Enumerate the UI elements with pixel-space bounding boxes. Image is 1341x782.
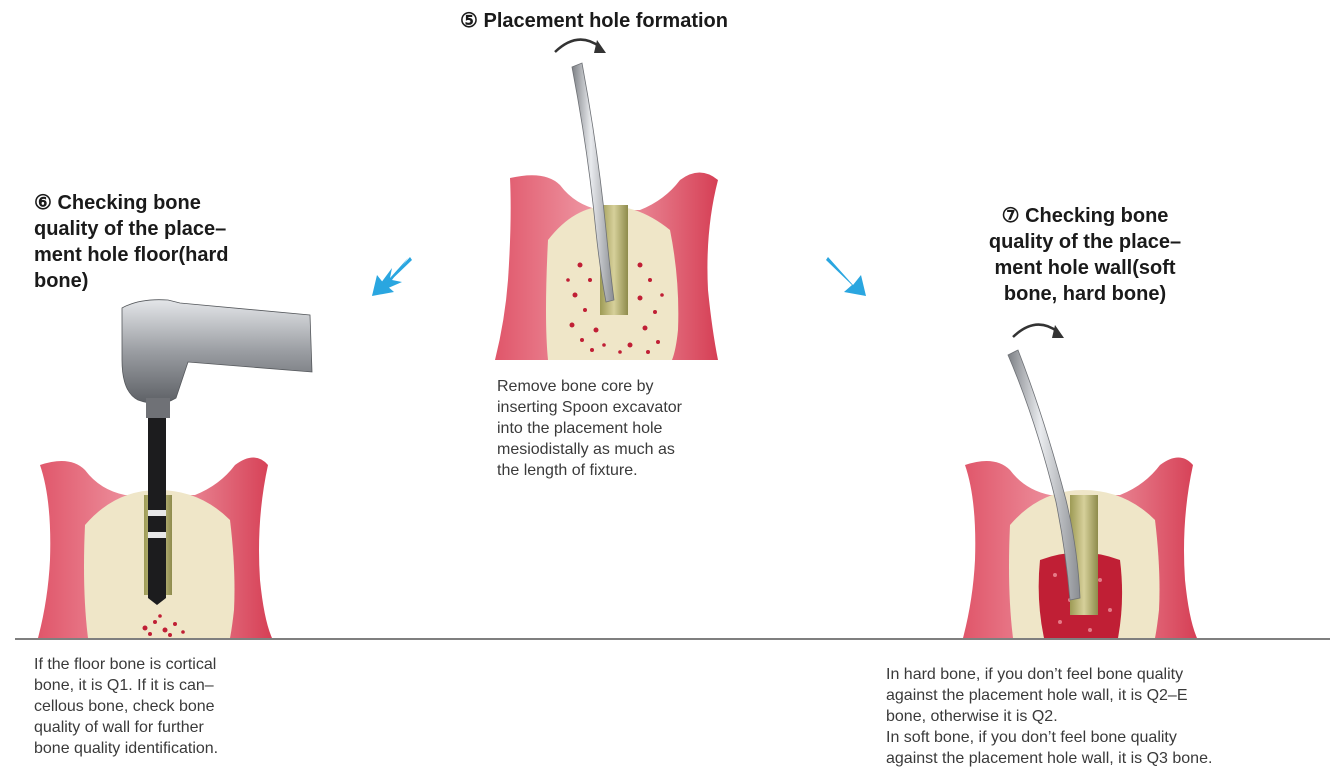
step6-description: If the floor bone is cortical bone, it i…	[34, 654, 294, 759]
step7-title-line: ment hole wall(soft	[950, 255, 1220, 281]
step7-illustration	[963, 325, 1197, 638]
step6-description-line: bone, it is Q1. If it is can–	[34, 675, 294, 696]
step5-description-line: Remove bone core by	[497, 376, 737, 397]
step5-illustration	[495, 40, 718, 360]
step7-description-line: against the placement hole wall, it is Q…	[886, 748, 1326, 769]
step7-description-line: In hard bone, if you don’t feel bone qua…	[886, 664, 1326, 685]
step5-title: ⑤ Placement hole formation	[460, 8, 880, 34]
step5-description-line: the length of fixture.	[497, 460, 737, 481]
step7-description-line: In soft bone, if you don’t feel bone qua…	[886, 727, 1326, 748]
step7-description: In hard bone, if you don’t feel bone qua…	[886, 664, 1326, 769]
handpiece-icon	[122, 300, 312, 404]
step7-title-line: ⑦ Checking bone	[950, 203, 1220, 229]
drill-bit-icon	[148, 418, 166, 598]
step6-title-line: ment hole floor(hard	[34, 242, 284, 268]
step6-title-line: bone)	[34, 268, 284, 294]
step5-description-line: inserting Spoon excavator	[497, 397, 737, 418]
step5-description-line: into the placement hole	[497, 418, 737, 439]
step6-description-line: cellous bone, check bone	[34, 696, 294, 717]
step6-illustration	[38, 300, 312, 638]
arrow-to-step7-icon	[826, 257, 866, 296]
step7-title-line: quality of the place–	[950, 229, 1220, 255]
step7-title: ⑦ Checking bone quality of the place– me…	[950, 203, 1220, 307]
step5-description: Remove bone core by inserting Spoon exca…	[497, 376, 737, 481]
step5-description-line: mesiodistally as much as	[497, 439, 737, 460]
rotate-arrow-icon	[555, 40, 600, 52]
rotate-arrow-icon-right	[1013, 325, 1058, 337]
step7-title-line: bone, hard bone)	[950, 281, 1220, 307]
step6-description-line: If the floor bone is cortical	[34, 654, 294, 675]
step6-description-line: bone quality identification.	[34, 738, 294, 759]
step7-description-line: against the placement hole wall, it is Q…	[886, 685, 1326, 706]
step6-title-line: quality of the place–	[34, 216, 284, 242]
step6-description-line: quality of wall for further	[34, 717, 294, 738]
step7-description-line: bone, otherwise it is Q2.	[886, 706, 1326, 727]
step6-title-line: ⑥ Checking bone	[34, 190, 284, 216]
step6-title: ⑥ Checking bone quality of the place– me…	[34, 190, 284, 294]
